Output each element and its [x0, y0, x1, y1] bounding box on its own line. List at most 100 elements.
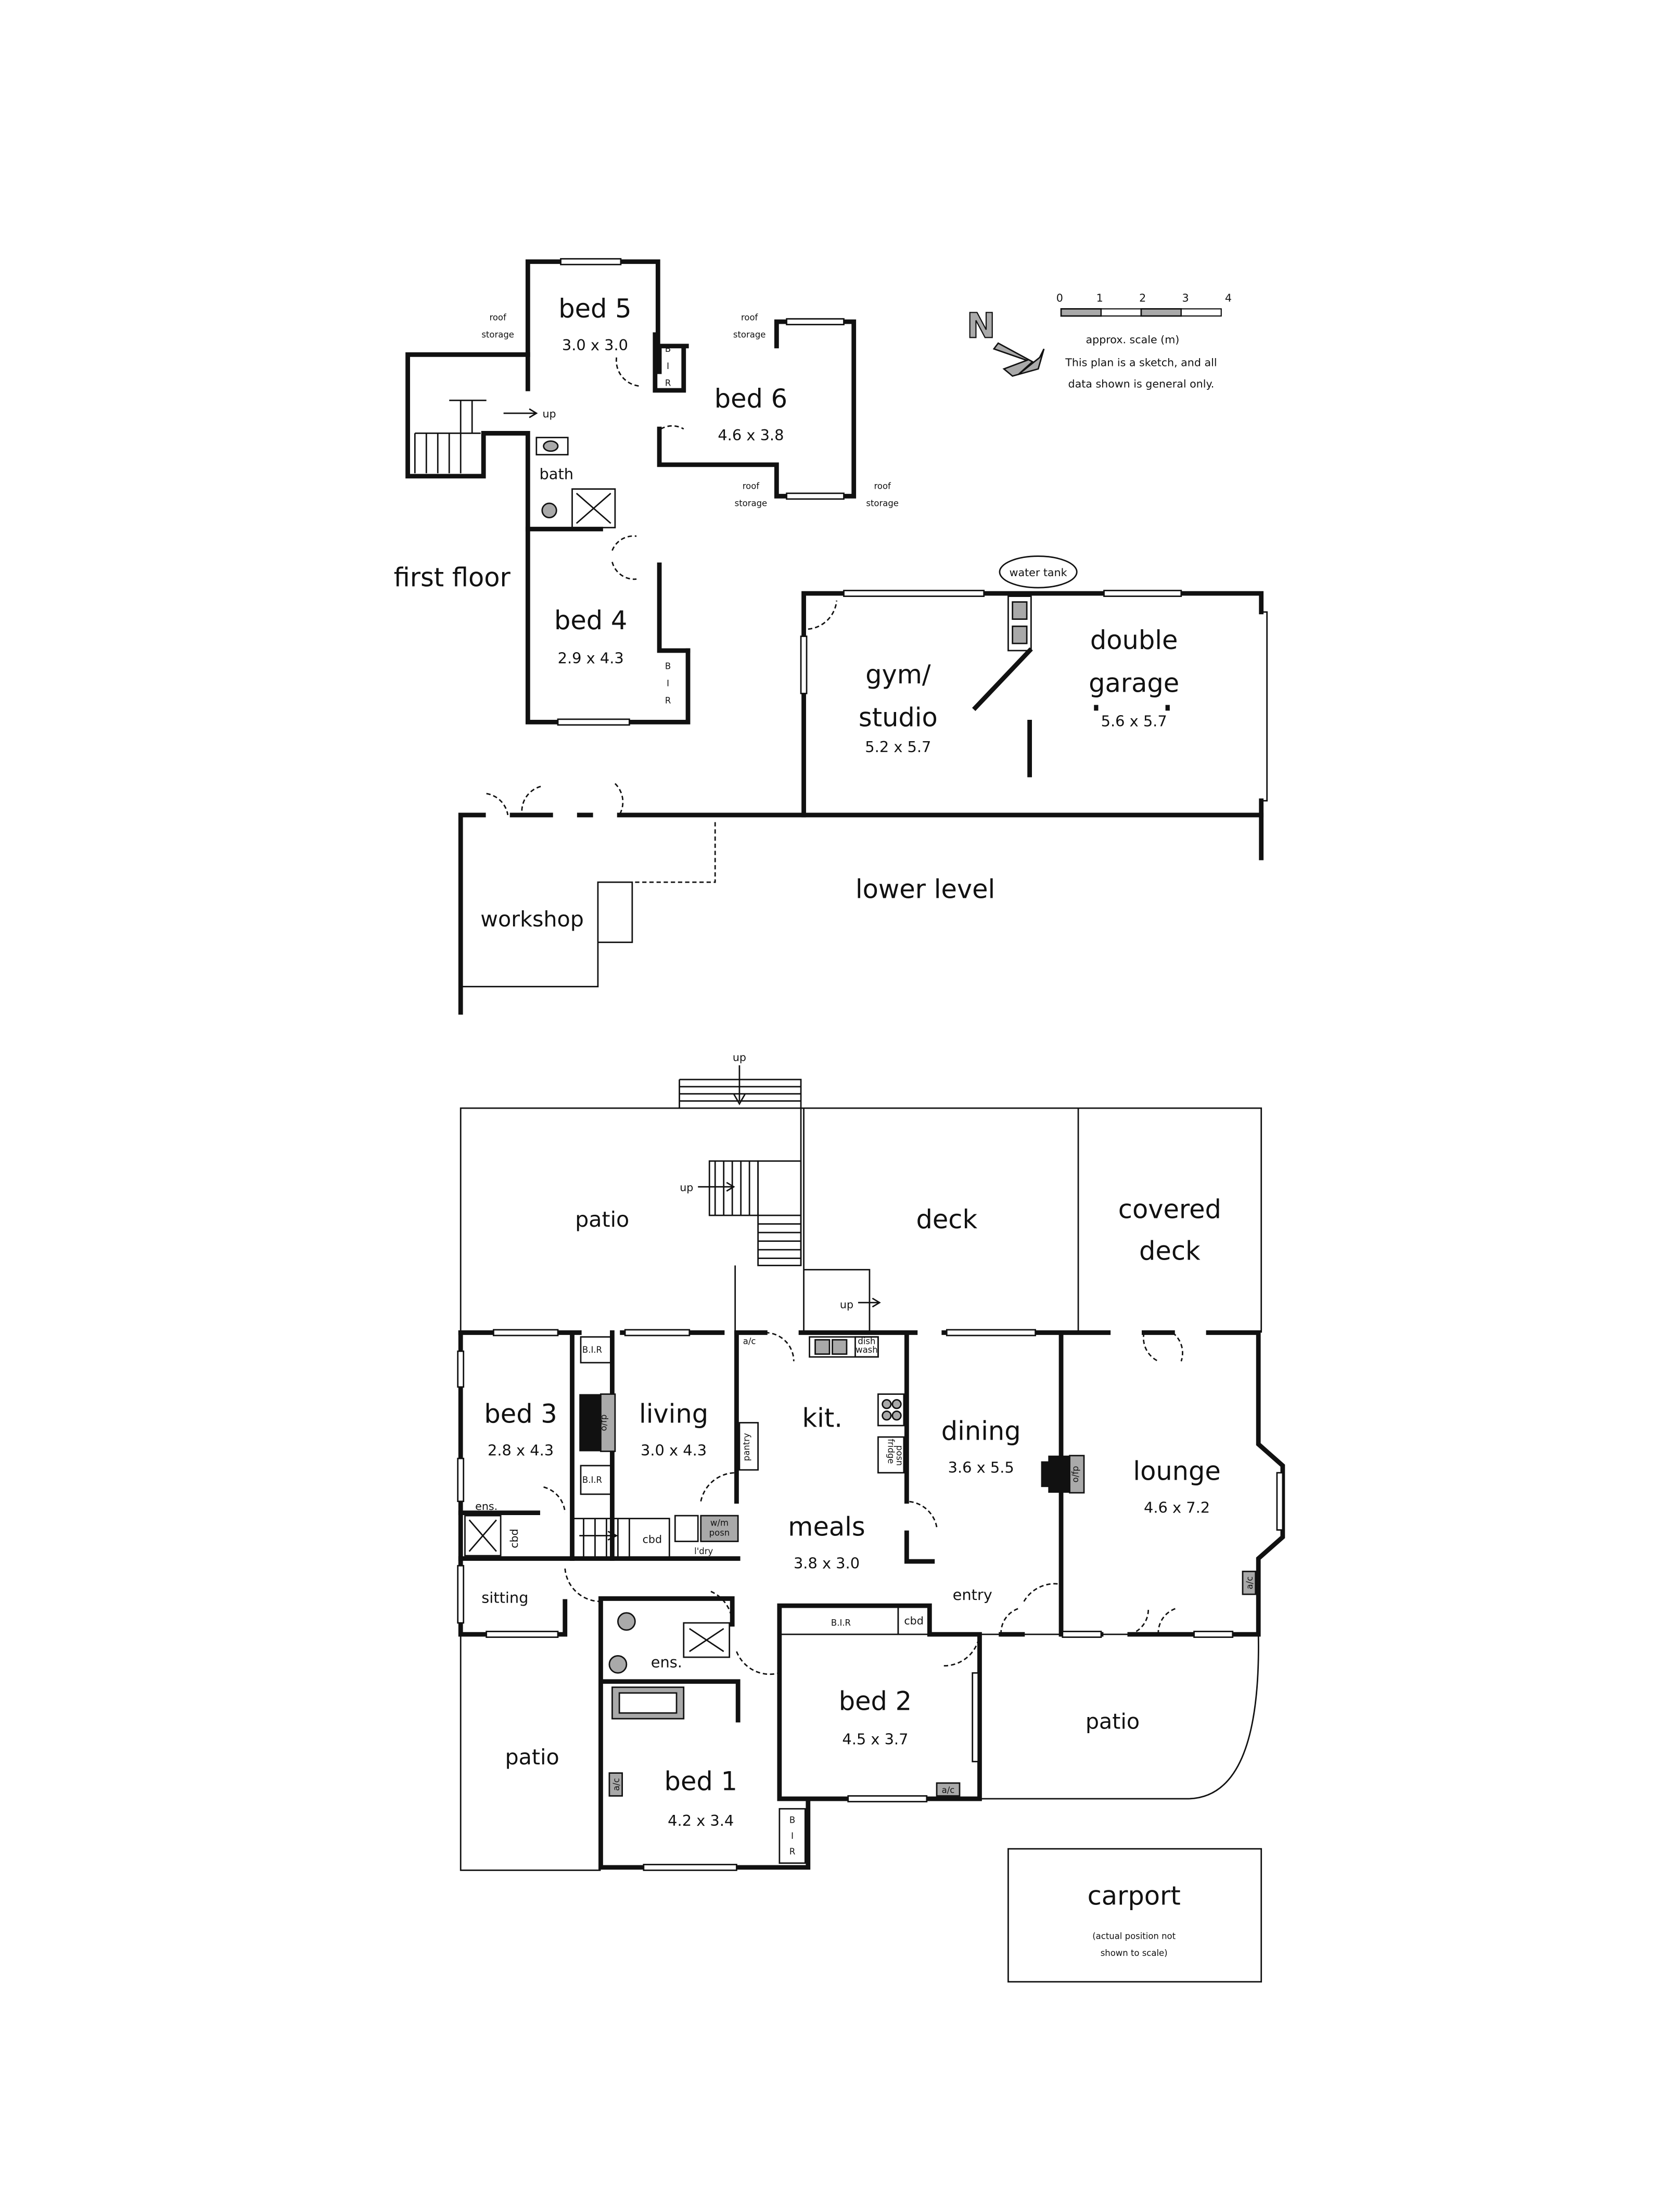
svg-text:B: B — [665, 344, 671, 354]
meals-label: meals — [788, 1512, 865, 1542]
fridge-label-2: posn — [895, 1445, 904, 1466]
open-fireplace-label: o/fp — [1070, 1466, 1080, 1482]
kitchen-label: kit. — [802, 1403, 843, 1433]
svg-text:storage: storage — [733, 329, 766, 339]
sitting-label: sitting — [481, 1589, 528, 1607]
bed3-label: bed 3 — [484, 1399, 557, 1429]
svg-text:storage: storage — [481, 329, 514, 339]
ac-label: a/c — [942, 1785, 955, 1795]
workshop-label: workshop — [480, 907, 584, 932]
bir-bed5: B I R — [665, 344, 671, 388]
dining-size: 3.6 x 5.5 — [948, 1459, 1014, 1477]
roof-storage-label: roof storage — [735, 481, 768, 508]
bed3-size: 2.8 x 4.3 — [488, 1442, 554, 1459]
svg-text:R: R — [665, 378, 671, 388]
scale-tick: 1 — [1096, 292, 1103, 304]
fridge-label-1: fridge — [886, 1439, 896, 1464]
bir-bed4: B I R — [665, 662, 671, 706]
garage-size: 5.6 x 5.7 — [1101, 713, 1167, 730]
covered-deck-label-1: covered — [1118, 1194, 1221, 1225]
bath-label: bath — [540, 465, 574, 482]
garage-label-2: garage — [1089, 668, 1179, 698]
svg-text:R: R — [665, 696, 671, 706]
living-label: living — [639, 1399, 708, 1429]
north-arrow-icon: N — [966, 305, 1045, 377]
cupboard-label: cbd — [904, 1614, 923, 1627]
stairs-up-label: up — [680, 1181, 693, 1193]
laundry-label: l'dry — [694, 1546, 713, 1556]
bed5-label: bed 5 — [558, 294, 631, 324]
roof-storage-label: roof storage — [733, 312, 766, 339]
bed4-label: bed 4 — [554, 605, 627, 635]
bir-label: B.I.R — [582, 1475, 602, 1485]
gym-label-2: studio — [859, 703, 938, 733]
svg-text:roof: roof — [489, 312, 507, 322]
ensuite-label: ens. — [475, 1500, 497, 1512]
washing-machine-label-2: posn — [709, 1528, 730, 1538]
patio-label: patio — [505, 1745, 559, 1770]
deck-label: deck — [916, 1204, 977, 1235]
stairs-up-label: up — [840, 1299, 853, 1311]
water-tank: water tank — [999, 555, 1078, 589]
bed6-size: 4.6 x 3.8 — [718, 426, 784, 444]
svg-text:storage: storage — [866, 499, 899, 508]
first-floor-title: first floor — [394, 562, 511, 592]
bed5-size: 3.0 x 3.0 — [562, 336, 628, 354]
bed2-size: 4.5 x 3.7 — [842, 1731, 908, 1748]
svg-text:storage: storage — [735, 499, 768, 508]
cupboard-label: cbd — [643, 1533, 662, 1545]
covered-deck-label-2: deck — [1139, 1236, 1201, 1266]
north-label: N — [967, 306, 996, 346]
water-tank-label: water tank — [1010, 566, 1067, 579]
pantry-label: pantry — [742, 1433, 751, 1461]
washing-machine-label-1: w/m — [710, 1518, 729, 1528]
bir-bed1: B I R — [779, 1808, 806, 1864]
carport-note-2: shown to scale) — [1101, 1948, 1168, 1958]
living-size: 3.0 x 4.3 — [641, 1442, 707, 1459]
cupboard-label: cbd — [508, 1529, 520, 1548]
svg-text:roof: roof — [874, 481, 891, 491]
meals-size: 3.8 x 3.0 — [794, 1555, 860, 1572]
legend: N 0 1 2 3 4 approx. scale (m) This plan … — [966, 292, 1232, 390]
svg-text:I: I — [667, 679, 669, 689]
svg-text:I: I — [791, 1831, 794, 1841]
svg-text:R: R — [789, 1847, 795, 1857]
patio-label: patio — [575, 1207, 629, 1232]
disclaimer-line-2: data shown is general only. — [1068, 378, 1215, 390]
bed4-size: 2.9 x 4.3 — [558, 650, 624, 667]
svg-text:I: I — [667, 361, 669, 371]
dishwasher-label-2: wash — [856, 1345, 878, 1355]
scale-bar: 0 1 2 3 4 — [1056, 292, 1232, 317]
gym-label-1: gym/ — [865, 659, 931, 690]
bir-label: B.I.R — [582, 1345, 602, 1355]
ac-label: a/c — [1245, 1577, 1255, 1590]
up-label: up — [542, 408, 556, 420]
lounge-label: lounge — [1133, 1456, 1220, 1486]
dishwasher-label-1: dish — [858, 1336, 875, 1346]
entry-label: entry — [953, 1586, 992, 1604]
lounge-size: 4.6 x 7.2 — [1144, 1499, 1210, 1517]
carport-label: carport — [1088, 1880, 1181, 1911]
roof-storage-label: roof storage — [866, 481, 899, 508]
svg-text:B: B — [665, 662, 671, 671]
lower-level-title: lower level — [856, 874, 995, 904]
svg-text:roof: roof — [741, 312, 759, 322]
bed2-label: bed 2 — [839, 1686, 912, 1717]
carport-note-1: (actual position not — [1092, 1931, 1176, 1941]
scale-tick: 3 — [1182, 292, 1189, 304]
lower-level-plan: water tank gym/ studio 5.2 x 5.7 double … — [458, 555, 1268, 1015]
svg-text:roof: roof — [743, 481, 760, 491]
bed1-size: 4.2 x 3.4 — [668, 1812, 734, 1829]
scale-tick: 2 — [1139, 292, 1146, 304]
scale-tick: 0 — [1056, 292, 1063, 304]
disclaimer-line-1: This plan is a sketch, and all — [1065, 356, 1217, 368]
ac-label: a/c — [743, 1336, 756, 1346]
gym-size: 5.2 x 5.7 — [865, 738, 931, 756]
dining-label: dining — [941, 1416, 1021, 1446]
first-floor-plan: bed 5 3.0 x 3.0 bed 6 4.6 x 3.8 bed 4 2.… — [394, 258, 899, 726]
roof-storage-label: roof storage — [481, 312, 514, 339]
ensuite-label: ens. — [651, 1653, 682, 1671]
bir-label: B.I.R — [831, 1618, 851, 1628]
carport: carport (actual position not shown to sc… — [1007, 1848, 1262, 1983]
